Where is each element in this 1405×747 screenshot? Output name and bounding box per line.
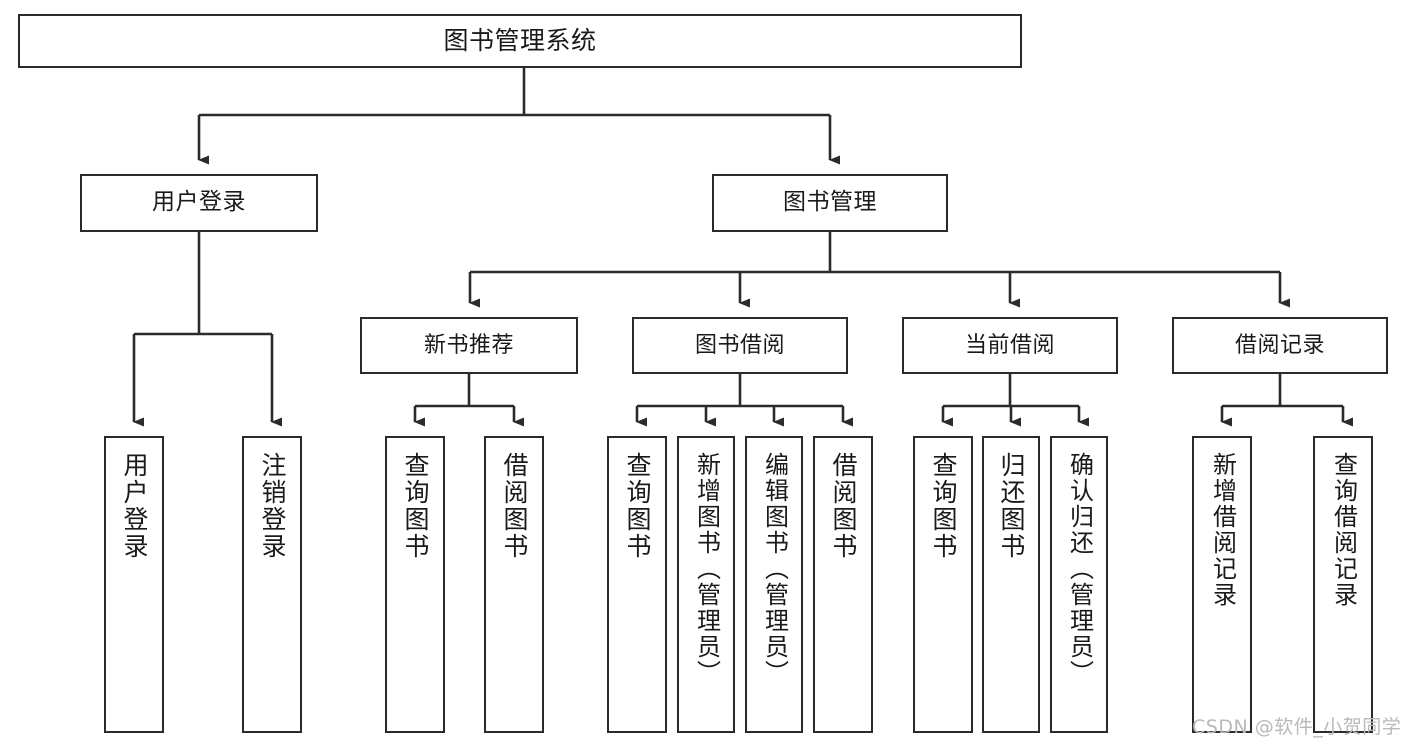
leaf-node[interactable]: 查询借阅记录: [1313, 436, 1373, 733]
node-user-login-label: 用户登录: [152, 189, 246, 216]
node-new-book-recommendation[interactable]: 新书推荐: [360, 317, 578, 374]
leaf-node[interactable]: 归还图书: [982, 436, 1040, 733]
leaf-node-label: 查询借阅记录: [1329, 452, 1358, 608]
node-borrowing-records[interactable]: 借阅记录: [1172, 317, 1388, 374]
node-root[interactable]: 图书管理系统: [18, 14, 1022, 68]
leaf-node[interactable]: 查询图书: [607, 436, 667, 733]
node-book-borrowing[interactable]: 图书借阅: [632, 317, 848, 374]
leaf-node-label: 注销登录: [258, 452, 287, 560]
node-book-borrowing-label: 图书借阅: [694, 332, 785, 358]
leaf-node-label: 查询图书: [401, 452, 430, 560]
leaf-node-label: 新增借阅记录: [1208, 452, 1237, 608]
node-book-management[interactable]: 图书管理: [712, 174, 948, 232]
leaf-node-label: 借阅图书: [500, 452, 529, 560]
leaf-node-label: 查询图书: [929, 452, 958, 560]
leaf-node[interactable]: 借阅图书: [484, 436, 544, 733]
node-current-borrowing-label: 当前借阅: [964, 332, 1055, 358]
leaf-node[interactable]: 新增图书（管理员）: [677, 436, 735, 733]
node-new-book-recommendation-label: 新书推荐: [423, 332, 514, 358]
node-borrowing-records-label: 借阅记录: [1234, 332, 1325, 358]
node-current-borrowing[interactable]: 当前借阅: [902, 317, 1118, 374]
leaf-node[interactable]: 注销登录: [242, 436, 302, 733]
leaf-node[interactable]: 查询图书: [385, 436, 445, 733]
leaf-node[interactable]: 编辑图书（管理员）: [745, 436, 803, 733]
leaf-node[interactable]: 新增借阅记录: [1192, 436, 1252, 733]
leaf-node-label: 新增图书（管理员）: [692, 452, 721, 686]
leaf-node-label: 借阅图书: [829, 452, 858, 560]
node-root-label: 图书管理系统: [443, 26, 597, 56]
leaf-node-label: 用户登录: [120, 452, 149, 560]
leaf-node[interactable]: 用户登录: [104, 436, 164, 733]
leaf-node-label: 查询图书: [623, 452, 652, 560]
leaf-node[interactable]: 查询图书: [913, 436, 973, 733]
node-book-management-label: 图书管理: [783, 189, 877, 216]
leaf-node[interactable]: 确认归还（管理员）: [1050, 436, 1108, 733]
leaf-node-label: 确认归还（管理员）: [1065, 452, 1094, 686]
node-user-login[interactable]: 用户登录: [80, 174, 318, 232]
leaf-node-label: 归还图书: [997, 452, 1026, 560]
leaf-node-label: 编辑图书（管理员）: [760, 452, 789, 686]
leaf-node[interactable]: 借阅图书: [813, 436, 873, 733]
